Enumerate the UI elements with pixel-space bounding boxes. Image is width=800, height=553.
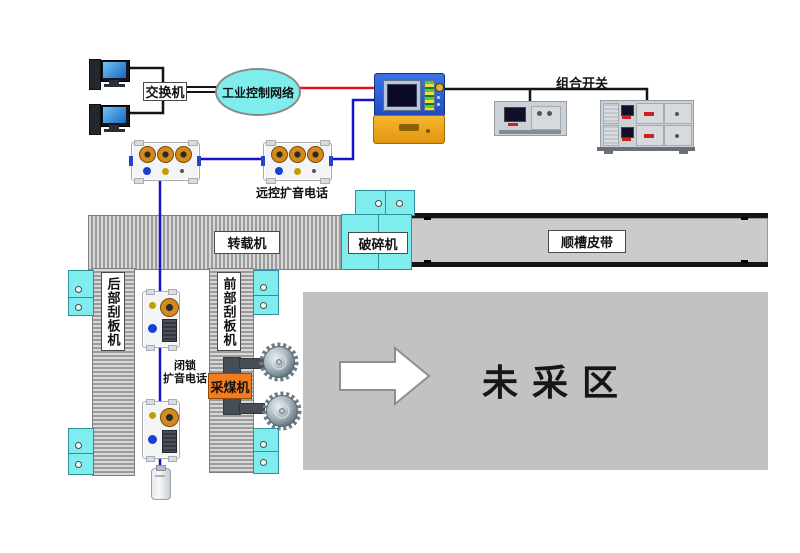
speaker-icon — [160, 298, 179, 317]
speaker-icon — [175, 146, 192, 163]
rear-scraper-label: 后部刮板机 — [101, 272, 125, 351]
support-unit — [68, 453, 94, 475]
remote-speaker-phone — [261, 140, 333, 184]
support-unit — [68, 428, 94, 454]
rack-base — [597, 147, 695, 151]
shearer-label: 采煤机 — [210, 379, 250, 395]
ethernet-switch-box: 交换机 — [143, 82, 187, 101]
speaker-icon — [271, 146, 288, 163]
speaker-icon — [160, 408, 179, 427]
industrial-network-cloud: 工业控制网络 — [215, 68, 301, 116]
combo-switch-label: 组合开关 — [556, 76, 609, 91]
belt-tick — [741, 260, 748, 263]
interlock-speaker-phone — [142, 399, 180, 462]
speaker-icon — [139, 146, 156, 163]
mining-direction-arrow-icon — [339, 346, 431, 406]
gate-belt-label: 顺槽皮带 — [548, 230, 626, 253]
speaker-icon — [307, 146, 324, 163]
cutter-disc-icon — [259, 342, 299, 382]
cutter-disc-icon — [262, 391, 302, 431]
front-scraper-label: 前部刮板机 — [217, 272, 241, 351]
support-unit — [68, 270, 94, 298]
switch-label: 交换机 — [145, 85, 185, 100]
end-sensor-device — [151, 465, 171, 500]
remote-speaker-phone — [129, 140, 201, 184]
desktop-computer-icon — [89, 104, 130, 135]
controller-led-strip — [424, 80, 435, 111]
support-unit — [253, 295, 279, 315]
speaker-icon — [289, 146, 306, 163]
belt-tick — [424, 260, 431, 263]
belt-tick — [424, 217, 431, 220]
central-controller — [374, 73, 445, 117]
belt-tick — [741, 217, 748, 220]
desktop-computer-icon — [89, 59, 130, 90]
shearer-body: 采煤机 — [208, 373, 252, 399]
shearer-arm — [239, 403, 265, 414]
controller-knob — [435, 83, 444, 92]
combo-switch-unit-small — [494, 101, 567, 136]
crusher-top-unit — [355, 190, 415, 216]
speaker-icon — [157, 146, 174, 163]
industrial-network-label: 工业控制网络 — [221, 85, 294, 100]
support-unit — [253, 451, 279, 474]
unmined-area-label: 未采区 — [482, 362, 633, 403]
support-unit — [253, 428, 279, 452]
stage-loader-label: 转载机 — [214, 231, 280, 254]
interlock-phone-label: 闭锁 扩音电话 — [163, 360, 207, 385]
support-unit — [253, 270, 279, 296]
belt-top-rail — [408, 213, 768, 218]
combo-switch-unit-rack — [600, 100, 694, 149]
remote-speaker-phone-label: 远控扩音电话 — [256, 186, 329, 200]
crusher-label: 破碎机 — [348, 232, 408, 254]
controller-flameproof-base — [373, 115, 445, 144]
support-unit — [68, 297, 94, 316]
belt-bottom-rail — [408, 262, 768, 267]
interlock-speaker-phone — [142, 289, 180, 351]
